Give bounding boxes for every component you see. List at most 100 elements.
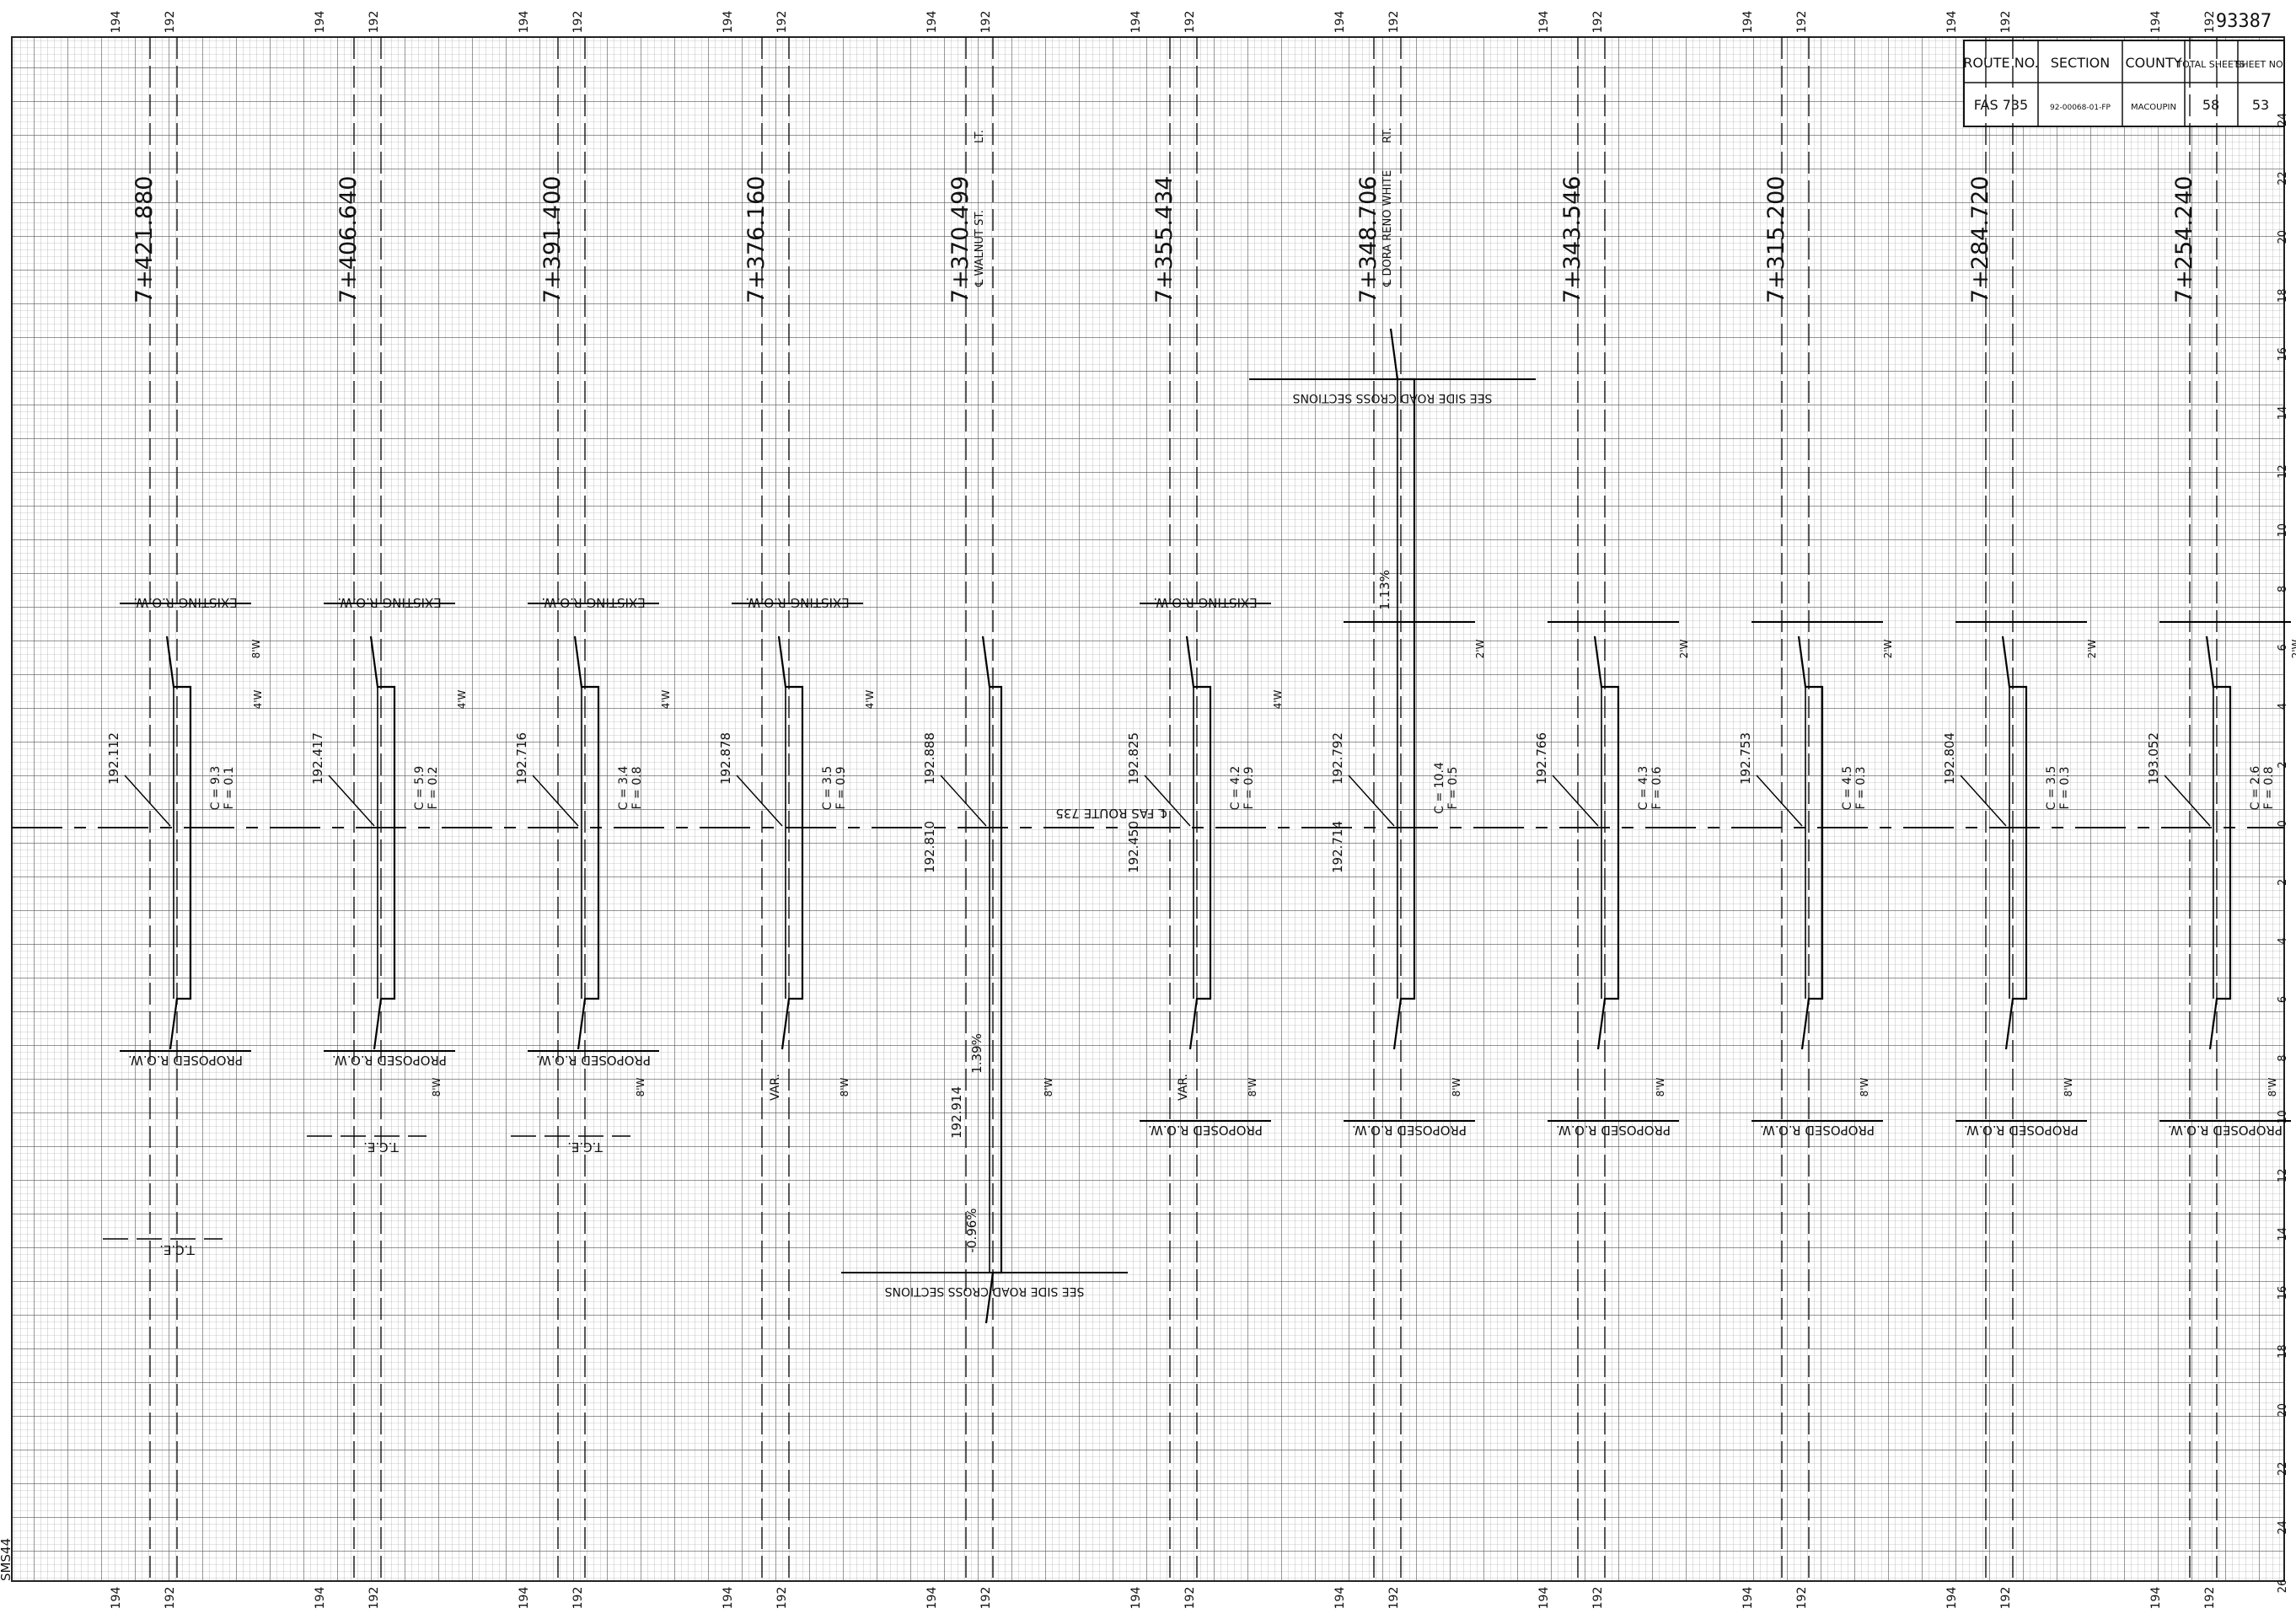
tce-label: T.C.E.: [363, 1139, 400, 1155]
elevation-callout: 192.804: [1942, 732, 1957, 785]
tb-header-county: COUNTY: [2126, 55, 2182, 71]
cut-value: C = 3.4: [617, 766, 630, 811]
title-block: ROUTE NO. SECTION COUNTY TOTAL SHEETS SH…: [1963, 40, 2286, 127]
grade-1: 1.39%: [969, 1033, 984, 1074]
fill-value: F = 0.8: [2262, 767, 2276, 810]
tb-value-route: FAS 735: [1974, 97, 2028, 113]
tce-label: T.C.E.: [159, 1242, 196, 1257]
width-note-bottom: 8'W: [1859, 1077, 1870, 1096]
existing-row-label: EXISTING R.O.W.: [133, 595, 237, 610]
elevation-tick-194-bottom: 194: [1537, 1587, 1551, 1610]
elevation-tick-194-bottom: 194: [2149, 1587, 2163, 1610]
elevation-leader: [1348, 775, 1395, 827]
elevation-callout: 192.417: [310, 732, 325, 785]
tb-value-county: MACOUPIN: [2131, 103, 2176, 112]
sheet-number-top: 93387: [2216, 11, 2272, 32]
elevation-callout: 192.716: [514, 732, 529, 785]
width-note-top: 2'W: [1474, 639, 1486, 658]
width-note-bottom: 8'W: [635, 1077, 646, 1096]
elevation-tick-194-bottom: 194: [722, 1587, 735, 1610]
section-profile: [165, 635, 192, 1050]
elevation-tick-194-top: 194: [722, 11, 735, 34]
elevation-leader: [328, 775, 375, 827]
offset-scale-label: 22: [2277, 1462, 2289, 1477]
fill-value: F = 0.9: [834, 767, 848, 810]
offset-scale-label: 8: [2277, 1054, 2289, 1061]
elevation-callout-2: 192.714: [1330, 821, 1345, 873]
proposed-row-label: PROPOSED R.O.W.: [128, 1053, 243, 1068]
offset-scale-label: 18: [2277, 1344, 2289, 1359]
elevation-tick-194-top: 194: [110, 11, 123, 34]
elevation-callout: 192.888: [922, 732, 937, 785]
elevation-tick-192-bottom: 192: [1387, 1587, 1401, 1610]
elevation-tick-192-top: 192: [367, 11, 381, 34]
grid-coarse: [11, 36, 2285, 1582]
cut-value: C = 3.5: [821, 766, 834, 811]
cut-value: C = 4.5: [1841, 766, 1854, 811]
width-note-mid: 4'W: [456, 689, 468, 709]
cut-value: C = 10.4: [1433, 762, 1446, 814]
station-label: 7+370.499: [947, 176, 974, 303]
elevation-tick-192-top: 192: [1387, 11, 1401, 34]
elevation-tick-194-top: 194: [518, 11, 531, 34]
elevation-callout: 192.878: [718, 732, 733, 785]
section-profile: [1593, 635, 1620, 1050]
offset-scale-label: 20: [2277, 230, 2289, 244]
station-label: 7+284.720: [1967, 176, 1993, 303]
width-note-bottom: 8'W: [1043, 1077, 1054, 1096]
proposed-row-label: PROPOSED R.O.W.: [1556, 1123, 1671, 1138]
elevation-tick-192-top: 192: [2203, 11, 2217, 34]
elevation-leader: [736, 775, 783, 827]
proposed-row-label: PROPOSED R.O.W.: [536, 1053, 651, 1068]
elevation-tick-192-bottom: 192: [1999, 1587, 2013, 1610]
station-label: 7+421.880: [131, 176, 158, 303]
elevation-tick-194-bottom: 194: [1129, 1587, 1143, 1610]
elevation-tick-194-top: 194: [314, 11, 327, 34]
proposed-row-label: PROPOSED R.O.W.: [332, 1053, 447, 1068]
offset-scale-label: 6: [2277, 644, 2289, 651]
tb-value-section: 92-00068-01-FP: [2050, 104, 2111, 112]
side-label: RT.: [1381, 127, 1394, 143]
elevation-leader: [532, 775, 579, 827]
elevation-leader: [1144, 775, 1191, 827]
var-label: VAR.: [769, 1074, 782, 1101]
elevation-leader: [1756, 775, 1803, 827]
offset-scale-label: 12: [2277, 1169, 2289, 1183]
sheet-code: SMS44: [0, 1538, 13, 1581]
section-profile: [1797, 635, 1824, 1050]
elevation-tick-192-top: 192: [1183, 11, 1197, 34]
width-note-mid: 4'W: [864, 689, 876, 709]
offset-scale-label: 16: [2277, 1286, 2289, 1300]
fill-value: F = 0.9: [1242, 767, 1256, 810]
elevation-tick-192-bottom: 192: [367, 1587, 381, 1610]
width-note-top: 2'W: [1882, 639, 1894, 658]
station-label: 7+355.434: [1151, 176, 1178, 303]
proposed-row-label: PROPOSED R.O.W.: [2168, 1123, 2283, 1138]
fill-value: F = 0.6: [1650, 766, 1664, 809]
elevation-tick-192-bottom: 192: [1795, 1587, 1809, 1610]
offset-scale-label: 2: [2277, 879, 2289, 886]
tb-value-sheet: 53: [2252, 97, 2269, 113]
tb-value-total: 58: [2202, 97, 2219, 113]
section-profile: [981, 635, 1003, 1324]
elevation-tick-194-bottom: 194: [314, 1587, 327, 1610]
elevation-tick-192-top: 192: [571, 11, 585, 34]
station-label: 7+376.160: [743, 176, 770, 303]
elevation-tick-194-top: 194: [1129, 11, 1143, 34]
elevation-leader: [1960, 775, 2007, 827]
elevation-tick-192-bottom: 192: [1183, 1587, 1197, 1610]
width-note-bottom: 8'W: [1655, 1077, 1666, 1096]
elevation-tick-192-bottom: 192: [775, 1587, 789, 1610]
fill-value: F = 0.8: [630, 767, 644, 810]
elevation-tick-192-bottom: 192: [2203, 1587, 2217, 1610]
offset-scale-label: 2: [2277, 761, 2289, 768]
offset-scale-label: 6: [2277, 996, 2289, 1003]
station-label: 7+343.546: [1559, 176, 1585, 303]
elevation-callout: 192.112: [106, 732, 121, 785]
elevation-callout: 192.792: [1330, 732, 1345, 785]
width-note-bottom: 8'W: [839, 1077, 850, 1096]
width-note-bottom: 8'W: [2063, 1077, 2074, 1096]
fill-value: F = 0.5: [1446, 767, 1460, 810]
